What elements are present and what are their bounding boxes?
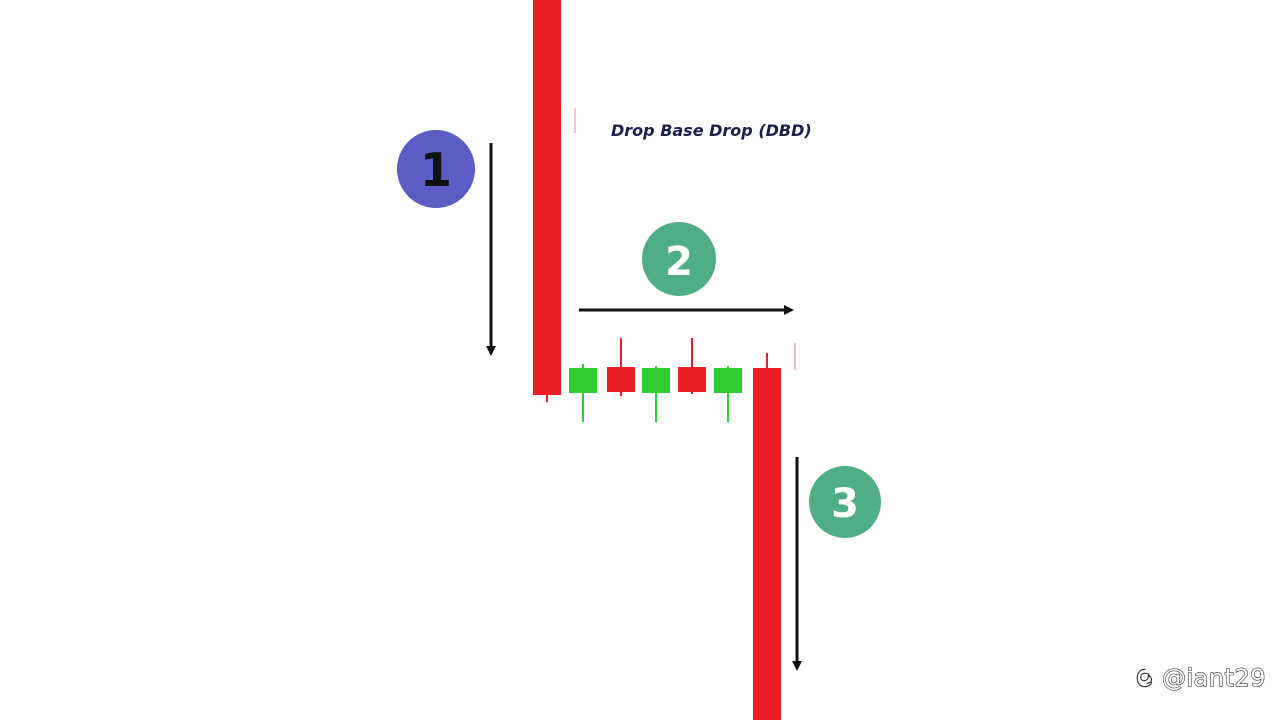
threads-icon [1135, 667, 1154, 689]
step-3-marker: 3 [809, 466, 881, 538]
drop-1-candle [533, 0, 561, 402]
step-1-marker: 1 [397, 130, 475, 208]
step-1-circle [397, 130, 475, 208]
base-candle-5 [714, 366, 742, 422]
step-2-marker: 2 [642, 222, 716, 296]
drop-3-candle [753, 353, 781, 720]
base-candle-2 [607, 338, 635, 396]
base-candle-2-body [607, 367, 635, 392]
step-3-circle [809, 466, 881, 538]
base-candle-4-body [678, 367, 706, 392]
watermark-handle: @iant29 [1161, 663, 1266, 692]
base-candle-3-body [642, 368, 670, 393]
step-2-label: 2 [665, 239, 693, 285]
drop-3-candle-body [753, 368, 781, 720]
diagram-title: Drop Base Drop (DBD) [611, 121, 812, 140]
step-2-circle [642, 222, 716, 296]
base-candle-3 [642, 366, 670, 422]
base-candle-4 [678, 338, 706, 394]
step-1-label: 1 [420, 143, 452, 197]
step-3-label: 3 [831, 481, 859, 527]
base-candle-1 [569, 364, 597, 422]
drop-1-candle-body [533, 0, 561, 395]
base-candle-1-body [569, 368, 597, 393]
base-candle-5-body [714, 368, 742, 393]
watermark: @iant29 [1134, 663, 1266, 693]
